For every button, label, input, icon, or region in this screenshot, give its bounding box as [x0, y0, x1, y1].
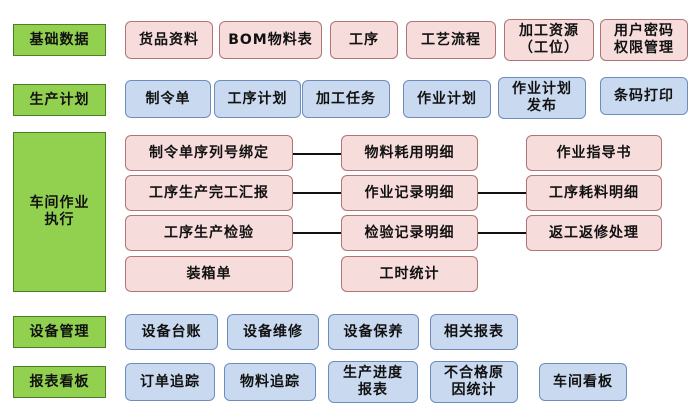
basic-user-permission: 用户密码 权限管理	[600, 19, 688, 61]
connector	[478, 232, 526, 234]
report-production-progress: 生产进度 报表	[328, 361, 418, 403]
connector	[293, 192, 341, 194]
category-production-plan: 生产计划	[13, 84, 106, 116]
workshop-completion-report: 工序生产完工汇报	[125, 175, 293, 211]
category-equipment: 设备管理	[13, 316, 106, 348]
plan-work-plan-release: 作业计划 发布	[498, 77, 586, 119]
workshop-rework-handling: 返工返修处理	[526, 215, 662, 251]
plan-barcode-print: 条码打印	[600, 77, 688, 115]
equipment-repair: 设备维修	[227, 314, 319, 350]
basic-process: 工序	[330, 21, 398, 59]
basic-processing-resource: 加工资源 （工位）	[504, 19, 594, 61]
category-reports: 报表看板	[13, 366, 106, 398]
report-material-tracking: 物料追踪	[224, 363, 316, 401]
workshop-material-consumption: 物料耗用明细	[341, 135, 478, 171]
category-basic-data: 基础数据	[13, 24, 106, 56]
plan-process-plan: 工序计划	[214, 80, 301, 118]
report-defect-cause: 不合格原 因统计	[430, 361, 518, 403]
equipment-ledger: 设备台账	[125, 314, 218, 350]
workshop-process-inspection: 工序生产检验	[125, 215, 293, 251]
workshop-work-instruction: 作业指导书	[526, 135, 662, 171]
basic-bom-table: BOM物料表	[219, 21, 322, 59]
plan-manufacturing-order: 制令单	[125, 80, 211, 118]
basic-goods-info: 货品资料	[125, 21, 213, 59]
report-order-tracking: 订单追踪	[125, 363, 215, 401]
workshop-work-hours: 工时统计	[341, 256, 478, 292]
workshop-process-material: 工序耗料明细	[526, 175, 662, 211]
workshop-packing-list: 装箱单	[125, 256, 293, 292]
connector	[293, 153, 341, 155]
workshop-work-record: 作业记录明细	[341, 175, 478, 211]
plan-processing-task: 加工任务	[302, 80, 390, 118]
workshop-inspection-record: 检验记录明细	[341, 215, 478, 251]
report-workshop-board: 车间看板	[539, 363, 627, 401]
connector	[478, 192, 526, 194]
connector	[293, 232, 341, 234]
workshop-order-serial-binding: 制令单序列号绑定	[125, 135, 293, 171]
equipment-maintenance: 设备保养	[328, 314, 419, 350]
plan-work-plan: 作业计划	[403, 80, 491, 118]
basic-process-flow: 工艺流程	[406, 21, 496, 59]
equipment-reports: 相关报表	[430, 314, 518, 350]
category-workshop-execution: 车间作业 执行	[13, 132, 106, 292]
